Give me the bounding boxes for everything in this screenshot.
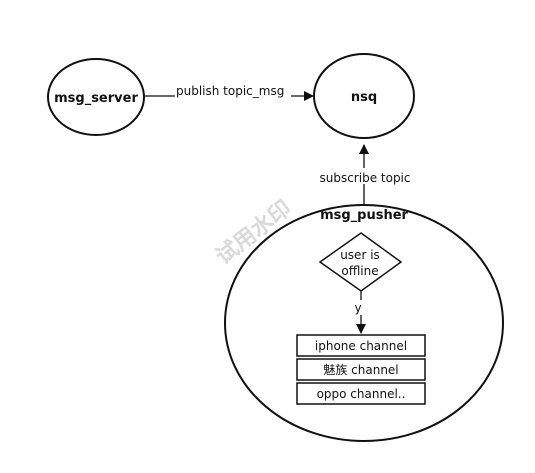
channel-box-iphone: iphone channel (296, 334, 426, 357)
yes-label-bg (352, 300, 364, 315)
subscribe-label-bg (315, 168, 415, 184)
publish-label-bg (175, 83, 291, 99)
nsq-ellipse (313, 53, 415, 139)
msg-pusher-label: msg_pusher (320, 208, 408, 223)
decision-label-line1: user is (340, 248, 380, 262)
publish-edge: publish topic_msg (144, 83, 314, 101)
msg-pusher-node: msg_pusher (224, 204, 504, 442)
subscribe-label: subscribe topic (319, 171, 410, 185)
msg-server-ellipse (47, 58, 145, 136)
decision-node: user is offline (318, 232, 403, 292)
yes-edge: y (352, 291, 366, 334)
channel-label: 魅族 channel (323, 362, 398, 377)
msg-server-node: msg_server (47, 58, 145, 136)
yes-label: y (354, 301, 361, 315)
channel-label: iphone channel (315, 339, 407, 353)
channel-box-oppo: oppo channel.. (296, 382, 426, 405)
decision-label-line2: offline (341, 264, 378, 278)
publish-label: publish topic_msg (176, 84, 284, 98)
channel-box (296, 334, 426, 357)
nsq-node: nsq (313, 53, 415, 139)
channel-box (296, 382, 426, 405)
msg-server-label: msg_server (54, 91, 138, 106)
channel-box (296, 358, 426, 381)
channel-label: oppo channel.. (317, 387, 406, 401)
nsq-label: nsq (351, 90, 377, 105)
channel-list: iphone channel 魅族 channel oppo channel.. (296, 334, 426, 405)
channel-box-meizu: 魅族 channel (296, 358, 426, 381)
subscribe-edge: subscribe topic (315, 144, 415, 205)
